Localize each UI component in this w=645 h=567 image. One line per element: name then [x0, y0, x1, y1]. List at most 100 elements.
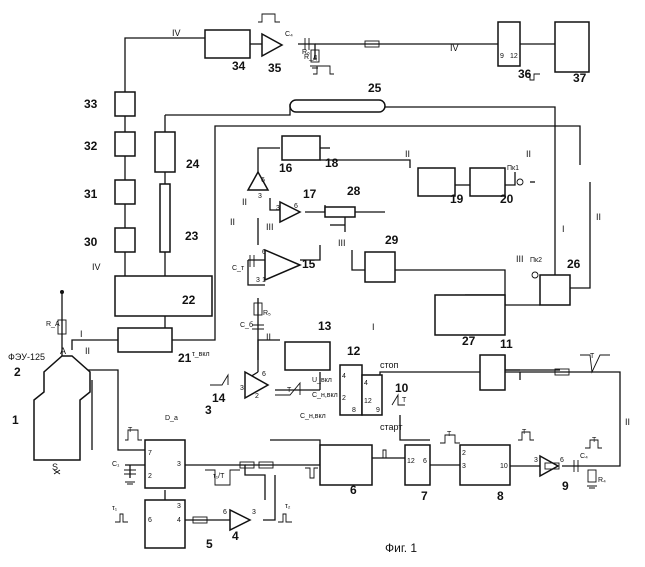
num-15: 15 [302, 257, 316, 271]
switch-pk2 [532, 272, 538, 278]
num-8: 8 [497, 489, 504, 503]
roman-2f: II [596, 212, 601, 222]
label-pmt: ФЭУ-125 [8, 352, 45, 362]
label-c4: C₄ [285, 31, 293, 38]
pin-17-3: 3 [276, 205, 280, 212]
label-uvkl: U_вкл [312, 377, 332, 384]
block-9 [540, 456, 558, 476]
pulse-sketch-11 [580, 355, 610, 372]
pin-5-4: 4 [177, 517, 181, 524]
anode-dot [60, 290, 64, 294]
pulse-sketch-5 [115, 514, 128, 522]
block-30 [115, 228, 135, 252]
num-28: 28 [347, 184, 361, 198]
roman-2g: II [266, 332, 271, 342]
num-3: 3 [205, 403, 212, 417]
pin-12-8: 8 [352, 407, 356, 414]
pin-10-12: 12 [364, 398, 372, 405]
num-16: 16 [279, 161, 293, 175]
roman-2e: II [526, 149, 531, 159]
label-t-d: T [592, 437, 597, 444]
block-29 [365, 252, 395, 282]
num-4: 4 [232, 529, 239, 543]
roman-2c: II [242, 197, 247, 207]
pin-15-3: 3 [256, 277, 260, 284]
block-32 [115, 132, 135, 156]
block-15 [265, 250, 300, 280]
pin-14-6: 6 [262, 371, 266, 378]
pin-4-6: 6 [223, 509, 227, 516]
num-7: 7 [421, 489, 428, 503]
switch-pk1 [517, 179, 523, 185]
num-11: 11 [500, 337, 513, 351]
ground-2 [587, 486, 597, 488]
num-18: 18 [325, 156, 339, 170]
num-20: 20 [500, 192, 514, 206]
num-30: 30 [84, 235, 98, 249]
label-pk1: Пк1 [507, 165, 519, 172]
pulse-sketch-4 [278, 514, 292, 522]
label-tau2: τ₂ [285, 503, 291, 510]
block-28 [325, 207, 355, 217]
pin-36-9: 9 [500, 53, 504, 60]
num-17: 17 [303, 187, 317, 201]
block-33 [115, 92, 135, 116]
label-t-b: T [447, 431, 452, 438]
label-r6: R₆ [302, 49, 310, 56]
num-37: 37 [573, 71, 587, 85]
label-c1: C₁ [112, 461, 120, 468]
label-t-f: T [287, 387, 292, 394]
pin-15-6: 6 [262, 249, 266, 256]
pulse-sketch-14 [210, 375, 228, 385]
num-14: 14 [212, 391, 226, 405]
num-35: 35 [268, 61, 282, 75]
num-21: 21 [178, 351, 192, 365]
block-35 [262, 34, 282, 56]
block-27 [435, 295, 505, 335]
block-4 [230, 510, 250, 530]
block-6 [320, 445, 372, 485]
roman-1a: I [80, 329, 83, 339]
block-18 [282, 136, 320, 160]
num-33: 33 [84, 97, 98, 111]
num-19: 19 [450, 192, 464, 206]
block-21 [118, 328, 172, 352]
pin-3-2: 2 [148, 473, 152, 480]
num-10: 10 [395, 381, 409, 395]
roman-2d: II [405, 149, 410, 159]
block-24 [155, 132, 175, 172]
pin-15-1: 1 [262, 277, 266, 284]
roman-3b: III [338, 238, 346, 248]
label-t-frac: τ₁/T [213, 473, 225, 480]
label-r5: R₅ [263, 310, 271, 317]
roman-1c: I [372, 322, 375, 332]
pin-3-7: 7 [148, 450, 152, 457]
pin-7-12: 12 [407, 458, 415, 465]
roman-2b: II [230, 217, 235, 227]
roman-2h: II [625, 417, 630, 427]
pin-10-4: 4 [364, 380, 368, 387]
label-tau1: τ₁ [112, 505, 118, 512]
pin-9-3: 3 [534, 457, 538, 464]
num-5: 5 [206, 537, 213, 551]
pin-14-3: 3 [240, 385, 244, 392]
roman-1b: I [562, 224, 565, 234]
label-cvkl2: C_н,вкл [300, 413, 326, 420]
pin-12-4: 4 [342, 373, 346, 380]
num-34: 34 [232, 59, 246, 73]
figure-caption: Фиг. 1 [385, 541, 417, 555]
pin-10-9: 9 [376, 407, 380, 414]
block-37 [555, 22, 589, 72]
label-t-ratio: τ_вкл [192, 351, 210, 358]
block-23 [160, 184, 170, 252]
ground-3 [125, 482, 135, 484]
roman-4b: IV [450, 43, 459, 53]
pin-17-6: 6 [294, 203, 298, 210]
pulse-sketch-35 [258, 14, 280, 22]
block-25 [290, 100, 385, 112]
label-da: D_a [165, 415, 178, 422]
roman-2a: II [85, 346, 90, 356]
pin-8-3: 3 [462, 463, 466, 470]
label-source: S [52, 462, 58, 472]
pin-16-3: 3 [258, 193, 262, 200]
